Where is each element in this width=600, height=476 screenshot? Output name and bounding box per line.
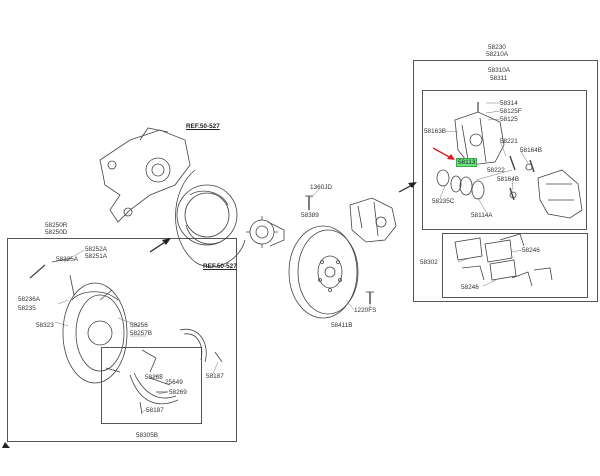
part-label-58246-lower: 58246 xyxy=(461,284,479,291)
pad-kit-frame xyxy=(442,233,588,298)
part-label-58187-bottom: 58187 xyxy=(146,407,164,414)
part-label-58250R: 58250R xyxy=(45,222,68,229)
part-label-58314: 58314 xyxy=(500,100,518,107)
part-label-58250D: 58250D xyxy=(45,229,68,236)
part-label-1360JD: 1360JD xyxy=(310,184,333,191)
ref-label-upper: REF.50-527 xyxy=(186,123,220,130)
part-label-58222: 58222 xyxy=(487,167,505,174)
shoe-kit-frame xyxy=(101,347,202,424)
part-label-58235: 58235 xyxy=(18,305,36,312)
part-label-58252A: 58252A xyxy=(85,246,108,253)
part-label-58125F: 58125F xyxy=(500,108,522,115)
part-label-58305B: 58305B xyxy=(136,432,159,439)
part-label-58164B-lower: 58164B xyxy=(497,176,520,183)
part-label-58187-right: 58187 xyxy=(206,373,224,380)
part-label-58163B: 58163B xyxy=(424,128,447,135)
part-label-58114A: 58114A xyxy=(471,212,493,219)
part-label-58246-upper: 58246 xyxy=(522,247,540,254)
part-label-58311: 58311 xyxy=(490,75,508,82)
part-label-1220FS: 1220FS xyxy=(354,307,377,314)
part-label-58210A: 58210A xyxy=(486,51,509,58)
part-label-58325A: 58325A xyxy=(56,256,79,263)
part-label-58269: 58269 xyxy=(169,389,187,396)
part-label-58125: 58125 xyxy=(500,116,518,123)
part-label-58257B: 58257B xyxy=(130,330,153,337)
parking-brake-frame xyxy=(7,238,237,442)
part-label-58235C: 58235C xyxy=(432,198,455,205)
caliper-detail-frame xyxy=(422,90,587,230)
part-label-58411B: 58411B xyxy=(331,322,353,329)
part-label-58389: 58389 xyxy=(301,212,319,219)
part-label-58268: 58268 xyxy=(145,374,163,381)
part-label-58236A: 58236A xyxy=(18,296,41,303)
part-label-58310A: 58310A xyxy=(488,67,511,74)
part-label-58164B-upper: 58164B xyxy=(520,147,543,154)
part-label-58251A: 58251A xyxy=(85,253,108,260)
ref-label-lower: REF.50-527 xyxy=(203,263,237,270)
part-label-58302: 58302 xyxy=(420,259,438,266)
part-label-58113-highlighted: 58113 xyxy=(456,158,478,167)
part-label-58230: 58230 xyxy=(488,44,506,51)
part-label-58323: 58323 xyxy=(36,322,54,329)
part-label-58256: 58256 xyxy=(130,322,148,329)
part-label-58221: 58221 xyxy=(500,138,518,145)
part-label-25649: 25649 xyxy=(165,379,183,386)
caliper-assembly-frame xyxy=(413,60,598,302)
